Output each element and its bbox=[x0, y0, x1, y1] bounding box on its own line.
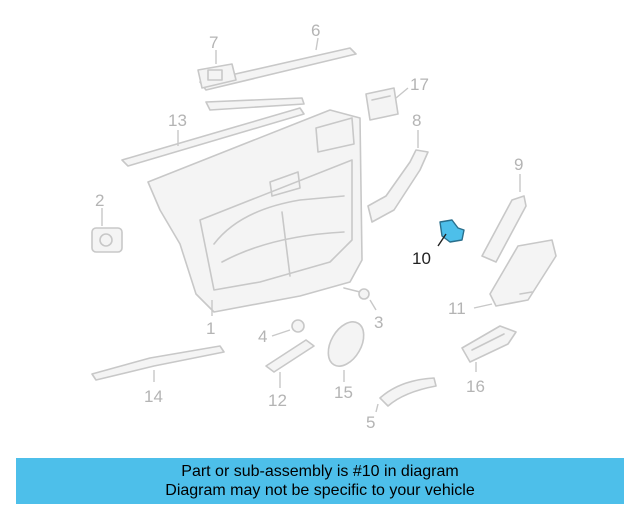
callout-6: 6 bbox=[311, 21, 320, 40]
part-7-switch: 7 bbox=[197, 33, 237, 89]
part-9-trim-piece: 9 bbox=[481, 155, 527, 263]
callout-13: 13 bbox=[168, 111, 187, 130]
callout-3: 3 bbox=[374, 313, 383, 332]
callout-10: 10 bbox=[412, 249, 431, 268]
callout-16: 16 bbox=[466, 377, 485, 396]
part-12-escutcheon: 12 bbox=[265, 339, 315, 410]
banner-line-1: Part or sub-assembly is #10 in diagram bbox=[181, 463, 459, 480]
callout-4: 4 bbox=[258, 327, 267, 346]
part-2-clip: 2 bbox=[91, 191, 123, 253]
part-3-pin: 3 bbox=[343, 287, 383, 332]
callout-9: 9 bbox=[514, 155, 523, 174]
part-16-handle-housing: 16 bbox=[461, 325, 517, 396]
part-13-molding: 13 bbox=[121, 97, 305, 167]
callout-5: 5 bbox=[366, 413, 375, 432]
part-11-bezel: 11 bbox=[448, 239, 557, 318]
part-17-switch: 17 bbox=[365, 75, 429, 121]
callout-7: 7 bbox=[209, 33, 218, 52]
banner-line-2: Diagram may not be specific to your vehi… bbox=[165, 482, 475, 499]
parts-diagram: 6 7 13 1 2 17 bbox=[91, 21, 557, 432]
part-4-grommet: 4 bbox=[258, 319, 305, 346]
callout-17: 17 bbox=[410, 75, 429, 94]
info-banner: Part or sub-assembly is #10 in diagram D… bbox=[16, 458, 624, 504]
callout-1: 1 bbox=[206, 319, 215, 338]
callout-8: 8 bbox=[412, 111, 421, 130]
part-8-pull-handle: 8 bbox=[367, 111, 429, 223]
part-10-bracket: 10 bbox=[412, 219, 465, 268]
callout-11: 11 bbox=[448, 299, 466, 318]
callout-12: 12 bbox=[268, 391, 287, 410]
part-14-molding: 14 bbox=[91, 345, 225, 406]
callout-2: 2 bbox=[95, 191, 104, 210]
callout-15: 15 bbox=[334, 383, 353, 402]
callout-14: 14 bbox=[144, 387, 163, 406]
part-5-seal: 5 bbox=[366, 377, 437, 432]
part-1-door-panel: 1 bbox=[147, 109, 363, 338]
part-15-cover: 15 bbox=[327, 321, 365, 402]
